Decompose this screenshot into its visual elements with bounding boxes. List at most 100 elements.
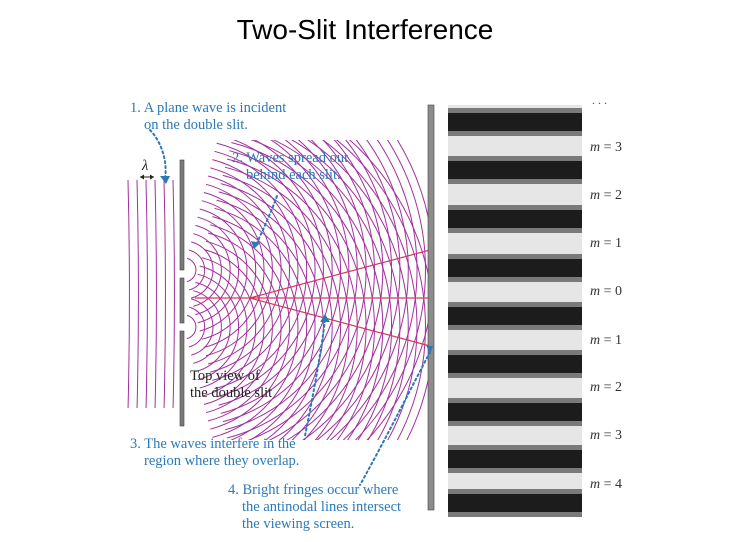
circular-wavefront <box>342 140 418 440</box>
fringe-order-label: m = 0 <box>590 284 623 299</box>
dark-fringe <box>448 355 582 373</box>
fringe-edge <box>448 179 582 184</box>
circular-wavefront <box>316 140 401 440</box>
circular-wavefront <box>201 257 257 397</box>
circular-wavefront <box>197 273 240 381</box>
dark-fringe <box>448 450 582 468</box>
fringe-edge <box>448 156 582 161</box>
fringe-order-label: m = 4 <box>590 477 623 492</box>
fringe-edge <box>448 421 582 426</box>
circular-wavefront <box>199 265 248 389</box>
circular-wavefront <box>195 224 231 316</box>
annotation-arrows <box>149 129 431 486</box>
fringe-order-label: m = 2 <box>590 380 623 395</box>
fringe-edge <box>448 325 582 330</box>
fringe-pattern <box>448 105 582 517</box>
circular-wavefront <box>250 140 384 440</box>
fringe-edge <box>448 350 582 355</box>
circular-wavefront <box>193 233 222 307</box>
annotation-arrowheads <box>160 176 433 354</box>
plane-wavefronts <box>127 179 175 408</box>
fringe-edge <box>448 108 582 113</box>
plane-wavefront <box>145 179 148 408</box>
circular-wavefront <box>207 175 282 365</box>
circular-wavefront <box>307 140 409 440</box>
circular-wavefront <box>188 249 206 291</box>
fringe-edge <box>448 398 582 403</box>
barrier-middle <box>179 277 185 324</box>
fringe-edge <box>448 254 582 259</box>
dark-fringe <box>448 113 582 131</box>
circular-wavefront <box>186 314 197 340</box>
barrier-bottom <box>179 330 185 427</box>
circular-wavefront <box>286 140 384 440</box>
fringe-edge <box>448 228 582 233</box>
note-bright-fringes: 4. Bright fringes occur where the antino… <box>228 482 402 532</box>
circular-wavefront <box>224 140 350 431</box>
plane-wavefront <box>136 179 139 408</box>
circular-wavefront <box>188 306 206 348</box>
circular-wavefront <box>290 140 401 440</box>
plane-wavefront <box>154 179 157 408</box>
circular-wavefront <box>193 290 222 364</box>
circular-wavefront <box>220 140 333 414</box>
circular-wavefront <box>329 140 409 440</box>
fringe-order-label: m = 3 <box>590 428 623 443</box>
circular-wavefront <box>216 199 316 440</box>
dark-fringe <box>448 307 582 325</box>
circular-wavefront <box>216 142 316 398</box>
circular-wavefront <box>191 298 214 356</box>
circular-wavefront <box>272 140 393 440</box>
note-interfere: 3. The waves interfere in the region whe… <box>130 436 300 469</box>
circular-wavefront <box>222 174 342 440</box>
note-plane-wave: 1. A plane wave is incident on the doubl… <box>130 100 287 133</box>
circular-wavefront <box>212 216 299 438</box>
circular-wavefront <box>186 257 197 283</box>
dark-fringe <box>448 210 582 228</box>
plane-wavefront <box>163 179 166 408</box>
circular-wavefront <box>220 183 333 440</box>
circular-wavefront <box>354 140 426 440</box>
fringe-edge <box>448 277 582 282</box>
fringe-edge <box>448 468 582 473</box>
top-view-label: Top view of the double slit <box>190 368 273 401</box>
fringe-edge <box>448 489 582 494</box>
antinodal-line <box>249 249 431 299</box>
circular-wavefront <box>224 166 350 440</box>
circular-wavefront <box>205 240 273 414</box>
fringe-edge <box>448 512 582 517</box>
antinodal-line <box>249 297 431 347</box>
dark-fringe <box>448 494 582 512</box>
plane-wavefront <box>127 179 130 408</box>
circular-wavefront <box>210 224 290 430</box>
circular-wavefront <box>322 140 418 440</box>
fringe-edge <box>448 131 582 136</box>
wavelength-label: λ <box>142 158 149 174</box>
fringe-order-label: m = 3 <box>590 140 623 155</box>
circular-wavefront <box>222 140 342 423</box>
plane-wavefront <box>172 179 175 408</box>
slide-title: Two-Slit Interference <box>236 14 494 45</box>
dark-fringe <box>448 403 582 421</box>
circular-wavefront <box>218 140 324 406</box>
antinodal-lines <box>195 249 431 347</box>
circular-wavefront <box>203 192 265 348</box>
circular-wavefront <box>191 241 214 299</box>
circular-wavefront <box>231 142 375 440</box>
circular-wavefront <box>214 150 308 390</box>
circular-wavefront <box>195 281 231 373</box>
circular-wavefront <box>302 140 393 440</box>
fringe-order-label: m = 2 <box>590 188 623 203</box>
fringe-edge <box>448 302 582 307</box>
dark-fringe <box>448 161 582 179</box>
fringe-order-label: m = 1 <box>590 236 623 251</box>
circular-wavefront <box>335 140 426 440</box>
circular-wavefront <box>214 207 308 440</box>
fringe-ellipsis: . . . <box>592 93 607 107</box>
circular-wavefront <box>207 232 282 422</box>
wavelength-marker <box>140 174 154 180</box>
circular-wavefront <box>212 159 299 381</box>
fringe-edge <box>448 445 582 450</box>
viewing-screen <box>427 104 435 511</box>
